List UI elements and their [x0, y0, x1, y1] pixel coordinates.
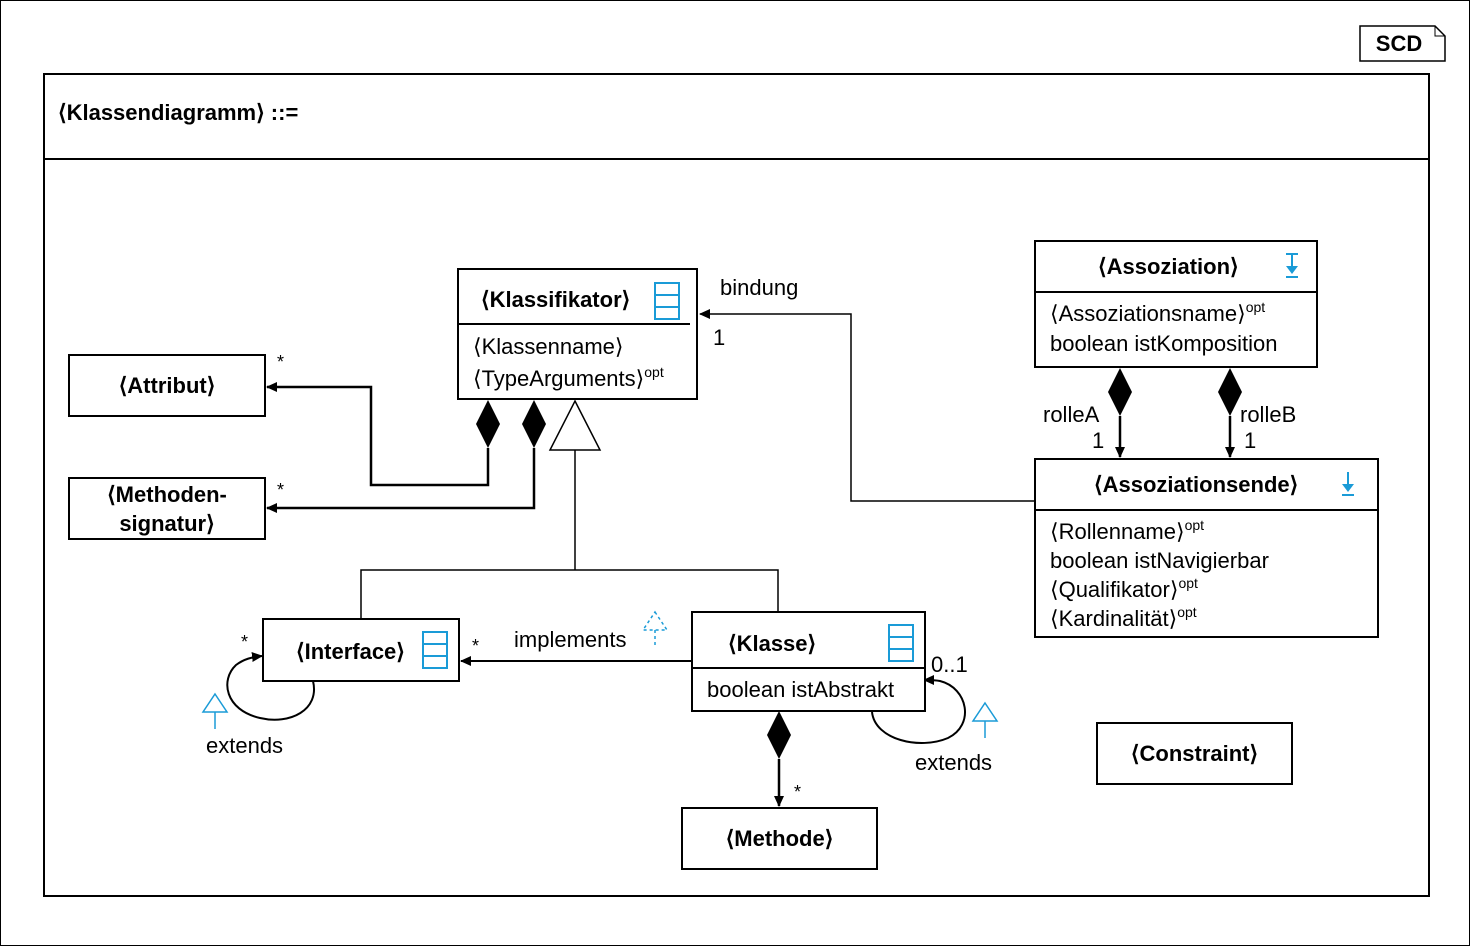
- edge-rolleB: [1218, 368, 1242, 458]
- note-shape-icon: [1359, 25, 1446, 62]
- edge-interface-extends: [226, 652, 316, 721]
- class-name: ⟨Klasse⟩: [728, 631, 817, 656]
- composition-diamond: [476, 400, 500, 448]
- compartment-divider: [1036, 509, 1377, 511]
- class-constraint[interactable]: ⟨Constraint⟩: [1096, 722, 1293, 785]
- class-name: ⟨Interface⟩: [296, 639, 405, 664]
- down-arrow-icon: [1342, 472, 1354, 496]
- attribute: ⟨Klassenname⟩: [473, 334, 624, 359]
- methode-multiplicity: *: [794, 782, 802, 802]
- compartment-icon: [654, 282, 680, 320]
- attribute: ⟨Rollenname⟩opt: [1050, 517, 1205, 544]
- class-interface[interactable]: ⟨Interface⟩: [262, 618, 460, 682]
- edge-rolleA: [1108, 368, 1132, 458]
- interface-extends-label: extends: [206, 733, 284, 758]
- klasse-extends-label: extends: [915, 750, 993, 775]
- bindung-multiplicity: 1: [713, 325, 726, 350]
- frame-title-text: ⟨Klassendiagramm⟩ ::=: [58, 100, 299, 125]
- compartment-icon: [422, 631, 448, 669]
- rolleA-multiplicity: 1: [1092, 428, 1105, 453]
- edge-klasse-methode: [767, 711, 791, 807]
- class-klassifikator[interactable]: ⟨Klassifikator⟩ ⟨Klassenname⟩ ⟨TypeArgum…: [457, 268, 698, 400]
- class-assoziation[interactable]: ⟨Assoziation⟩ ⟨Assoziationsname⟩opt bool…: [1034, 240, 1318, 368]
- class-name: ⟨Methode⟩: [725, 826, 834, 851]
- tag-label: SCD: [1375, 31, 1423, 56]
- edge-generalization: [360, 399, 779, 618]
- edge-klassifikator-methodensignatur: [266, 400, 546, 513]
- attribute: ⟨Assoziationsname⟩opt: [1050, 299, 1266, 326]
- rolleB-multiplicity: 1: [1244, 428, 1257, 453]
- extends-hint-icon: [971, 701, 999, 738]
- frame-header-divider: [43, 158, 1428, 160]
- attribute: boolean istAbstrakt: [707, 677, 895, 702]
- compartment-divider: [693, 667, 924, 669]
- composition-diamond: [1218, 368, 1242, 416]
- attribute: boolean istNavigierbar: [1050, 548, 1269, 573]
- bindung-label: bindung: [720, 275, 799, 300]
- attribute: ⟨Qualifikator⟩opt: [1050, 575, 1198, 602]
- implements-label: implements: [514, 627, 627, 652]
- class-assoziationsende[interactable]: ⟨Assoziationsende⟩ ⟨Rollenname⟩opt boole…: [1034, 458, 1379, 638]
- class-klasse[interactable]: ⟨Klasse⟩ boolean istAbstrakt: [691, 611, 926, 712]
- attribute: boolean istKomposition: [1050, 331, 1278, 356]
- compartment-divider: [459, 323, 690, 325]
- edge-bindung: [699, 309, 1034, 502]
- compartment-icon: [888, 624, 914, 662]
- class-name: ⟨Assoziationsende⟩: [1094, 472, 1299, 497]
- attribute: ⟨Kardinalität⟩opt: [1050, 604, 1197, 631]
- implements-hint-icon: [641, 610, 669, 648]
- extends-hint-icon: [201, 692, 229, 729]
- compartment-divider: [1036, 291, 1316, 293]
- class-methodensignatur[interactable]: ⟨Methoden- signatur⟩: [68, 477, 266, 540]
- rolleB-label: rolleB: [1240, 402, 1297, 427]
- attribute: ⟨TypeArguments⟩opt: [473, 364, 664, 391]
- diagram-frame: [43, 73, 1430, 897]
- class-name-line2: signatur⟩: [119, 511, 215, 536]
- class-name: ⟨Constraint⟩: [1130, 741, 1259, 766]
- class-name: ⟨Assoziation⟩: [1098, 254, 1239, 279]
- klasse-extends-multiplicity: 0..1: [931, 652, 968, 677]
- class-attribut[interactable]: ⟨Attribut⟩: [68, 354, 266, 417]
- bounded-down-arrow-icon: [1286, 253, 1298, 278]
- class-name: ⟨Klassifikator⟩: [481, 287, 631, 312]
- generalization-triangle: [548, 399, 602, 451]
- composition-diamond: [522, 400, 546, 448]
- class-methode[interactable]: ⟨Methode⟩: [681, 807, 878, 870]
- frame-title: ⟨Klassendiagramm⟩ ::=: [58, 100, 298, 126]
- attribut-multiplicity: *: [277, 352, 285, 372]
- edge-klasse-extends: [871, 675, 966, 744]
- methodensignatur-multiplicity: *: [277, 480, 285, 500]
- class-name-line1: ⟨Methoden-: [107, 482, 227, 507]
- edge-klassifikator-attribut: [266, 382, 500, 487]
- composition-diamond: [1108, 368, 1132, 416]
- interface-extends-multiplicity: *: [241, 632, 249, 652]
- implements-multiplicity: *: [472, 636, 480, 656]
- class-name: ⟨Attribut⟩: [118, 373, 216, 398]
- composition-diamond: [767, 711, 791, 759]
- diagram-type-tag: SCD: [1359, 25, 1446, 62]
- rolleA-label: rolleA: [1043, 402, 1100, 427]
